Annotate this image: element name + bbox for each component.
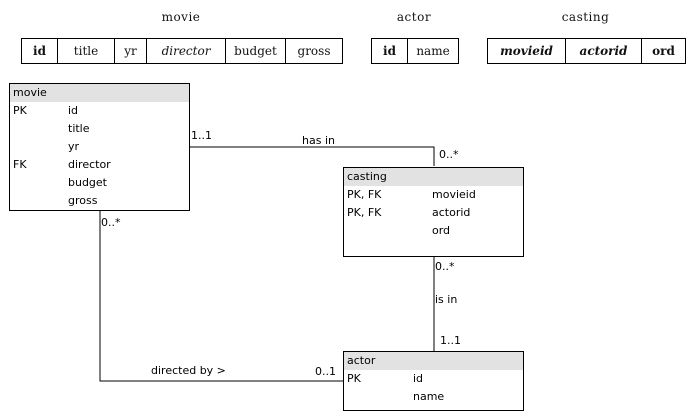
schema-actor-col-2: name [407,39,458,63]
has-in-from-cardinality: 1..1 [191,129,212,142]
schema-actor-caption: actor [396,10,432,24]
entity-movie-key: PK [13,104,27,117]
entity-casting-attr: ord [432,224,451,237]
entity-movie-row: PK id [10,102,189,120]
entity-movie-row: gross [10,192,189,210]
schema-movie-col-2: title [57,39,114,63]
entity-movie-row: budget [10,174,189,192]
directed-by-line [99,211,343,382]
is-in-label: is in [435,293,458,306]
entity-movie-row: FK director [10,156,189,174]
entity-casting-key: PK, FK [347,206,382,219]
directed-by-label: directed by > [151,364,226,377]
entity-movie-attr: gross [68,194,98,207]
entity-movie-attr: budget [68,176,107,189]
entity-actor-attr: name [413,390,445,403]
entity-casting-key: PK, FK [347,188,382,201]
entity-movie: movie PK id title yr FK director budget … [9,83,190,211]
schema-movie-col-1: id [33,44,46,58]
schema-movie-col-3: yr [114,39,146,63]
directed-by-to-cardinality: 0..1 [315,365,336,378]
entity-movie-attr: yr [68,140,80,153]
entity-actor-title: actor [344,352,523,370]
directed-by-from-cardinality: 0..* [101,216,121,229]
entity-casting-title: casting [344,168,523,186]
schema-actor-columns: id name [371,38,459,64]
schema-casting-col-3: ord [641,39,685,63]
entity-actor-row: name [344,388,523,406]
schema-casting-caption: casting [561,10,610,24]
entity-movie-key: FK [13,158,27,171]
schema-movie-col-4: director [146,39,225,63]
entity-casting-row: ord [344,222,523,240]
schema-casting-col-2: actorid [565,39,641,63]
has-in-to-cardinality: 0..* [439,148,459,161]
is-in-from-cardinality: 0..* [435,260,455,273]
entity-movie-attr: director [68,158,111,171]
schema-movie-columns: id title yr director budget gross [21,38,343,64]
schema-movie-col-5: budget [225,39,285,63]
has-in-label: has in [302,134,335,147]
schema-actor-col-1: id [383,44,396,58]
entity-movie-attr: title [68,122,90,135]
entity-movie-title: movie [10,84,189,102]
schema-movie-caption: movie [161,10,201,24]
entity-actor-row: PK id [344,370,523,388]
entity-actor-key: PK [347,372,361,385]
has-in-line [190,146,435,166]
entity-movie-row: yr [10,138,189,156]
entity-actor: actor PK id name [343,351,524,411]
schema-movie-col-6: gross [285,39,342,63]
entity-casting-row: PK, FK actorid [344,204,523,222]
entity-casting-row: PK, FK movieid [344,186,523,204]
entity-movie-row: title [10,120,189,138]
schema-casting-col-1: movieid [500,44,553,58]
entity-casting-attr: movieid [432,188,476,201]
entity-actor-attr: id [413,372,424,385]
entity-casting-attr: actorid [432,206,471,219]
entity-movie-attr: id [68,104,79,117]
entity-casting: casting PK, FK movieid PK, FK actorid or… [343,167,524,257]
schema-casting-columns: movieid actorid ord [487,38,686,64]
is-in-to-cardinality: 1..1 [440,334,461,347]
